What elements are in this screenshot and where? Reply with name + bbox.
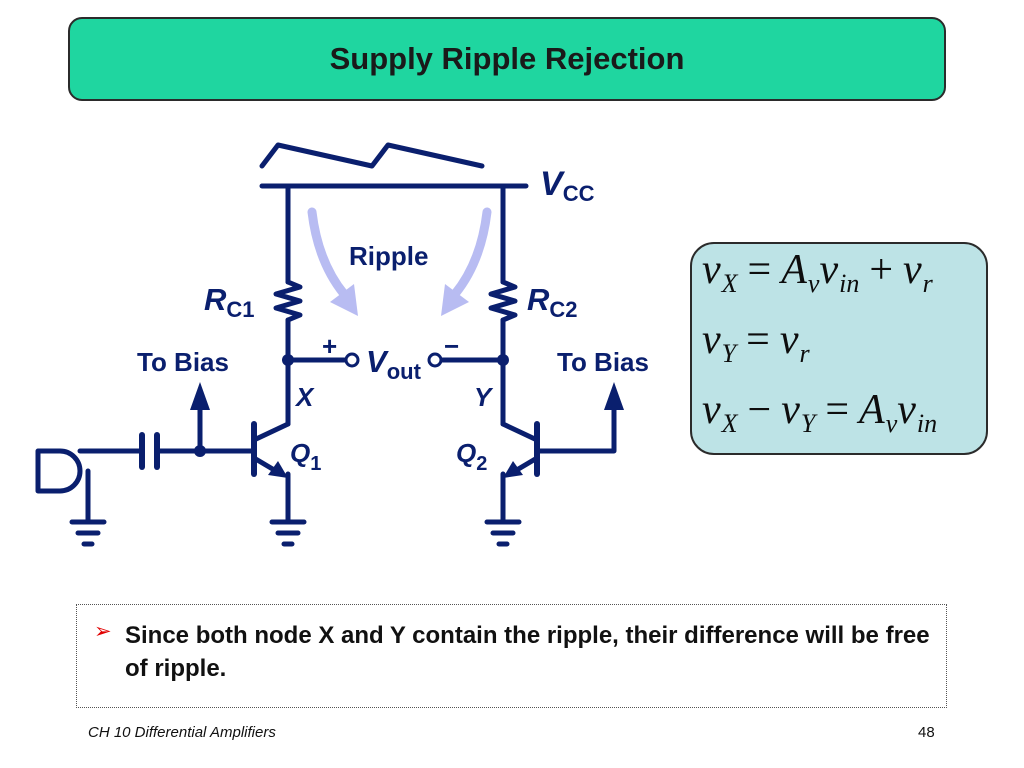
ground-icon — [484, 519, 522, 547]
note-text: Since both node X and Y contain the ripp… — [125, 622, 930, 682]
wire-right-bias — [534, 407, 617, 454]
ripple-arrow-right — [450, 207, 492, 299]
to-bias-right-label: To Bias — [557, 347, 649, 377]
rc2-label: RC2 — [527, 282, 578, 322]
node-x-dot — [282, 354, 294, 366]
input-source — [35, 448, 83, 494]
resistor-rc2 — [488, 279, 518, 323]
title-banner: Supply Ripple Rejection — [68, 17, 946, 101]
bias-arrow-right — [604, 382, 624, 410]
q2-emitter-arrow — [503, 461, 523, 478]
bias-junction-dot — [194, 445, 206, 457]
q1-collector — [251, 421, 291, 443]
vout-plus-terminal — [344, 352, 360, 368]
equation-box: vX=Avvin+vr vY=vr vX−vY=Avvin — [690, 242, 988, 455]
node-y-label: Y — [474, 382, 494, 412]
ground-icon — [69, 519, 107, 547]
ripple-label: Ripple — [349, 241, 428, 271]
ripple-arrowhead-right — [441, 284, 469, 316]
rc1-label: RC1 — [204, 282, 255, 322]
vout-label: Vout — [366, 344, 422, 384]
bias-arrow-left — [190, 382, 210, 410]
vout-minus-terminal — [427, 352, 443, 368]
node-y-dot — [497, 354, 509, 366]
bullet-arrow-icon: ➢ — [94, 620, 112, 643]
ripple-waveform — [259, 142, 485, 169]
q1-label: Q1 — [290, 438, 321, 475]
resistor-rc1 — [273, 279, 303, 323]
q2-collector — [500, 421, 540, 443]
note-box: ➢ Since both node X and Y contain the ri… — [76, 604, 947, 708]
ripple-arrow-left — [307, 207, 349, 299]
node-x-label: X — [294, 382, 315, 412]
footer-page-number: 48 — [918, 724, 935, 741]
ripple-arrowhead-left — [330, 284, 358, 316]
page-title: Supply Ripple Rejection — [329, 41, 685, 76]
to-bias-left-label: To Bias — [137, 347, 229, 377]
equation-3: vX−vY=Avvin — [702, 387, 938, 439]
q1-emitter-arrow — [268, 461, 288, 478]
vout-minus-sign: − — [444, 331, 459, 361]
equation-1: vX=Avvin+vr — [702, 247, 933, 299]
vout-plus-sign: + — [322, 331, 337, 361]
vcc-label: VCC — [540, 165, 595, 206]
ground-icon — [269, 519, 307, 547]
footer-chapter: CH 10 Differential Amplifiers — [88, 724, 276, 741]
q2-label: Q2 — [456, 438, 487, 475]
equation-2: vY=vr — [702, 317, 810, 369]
